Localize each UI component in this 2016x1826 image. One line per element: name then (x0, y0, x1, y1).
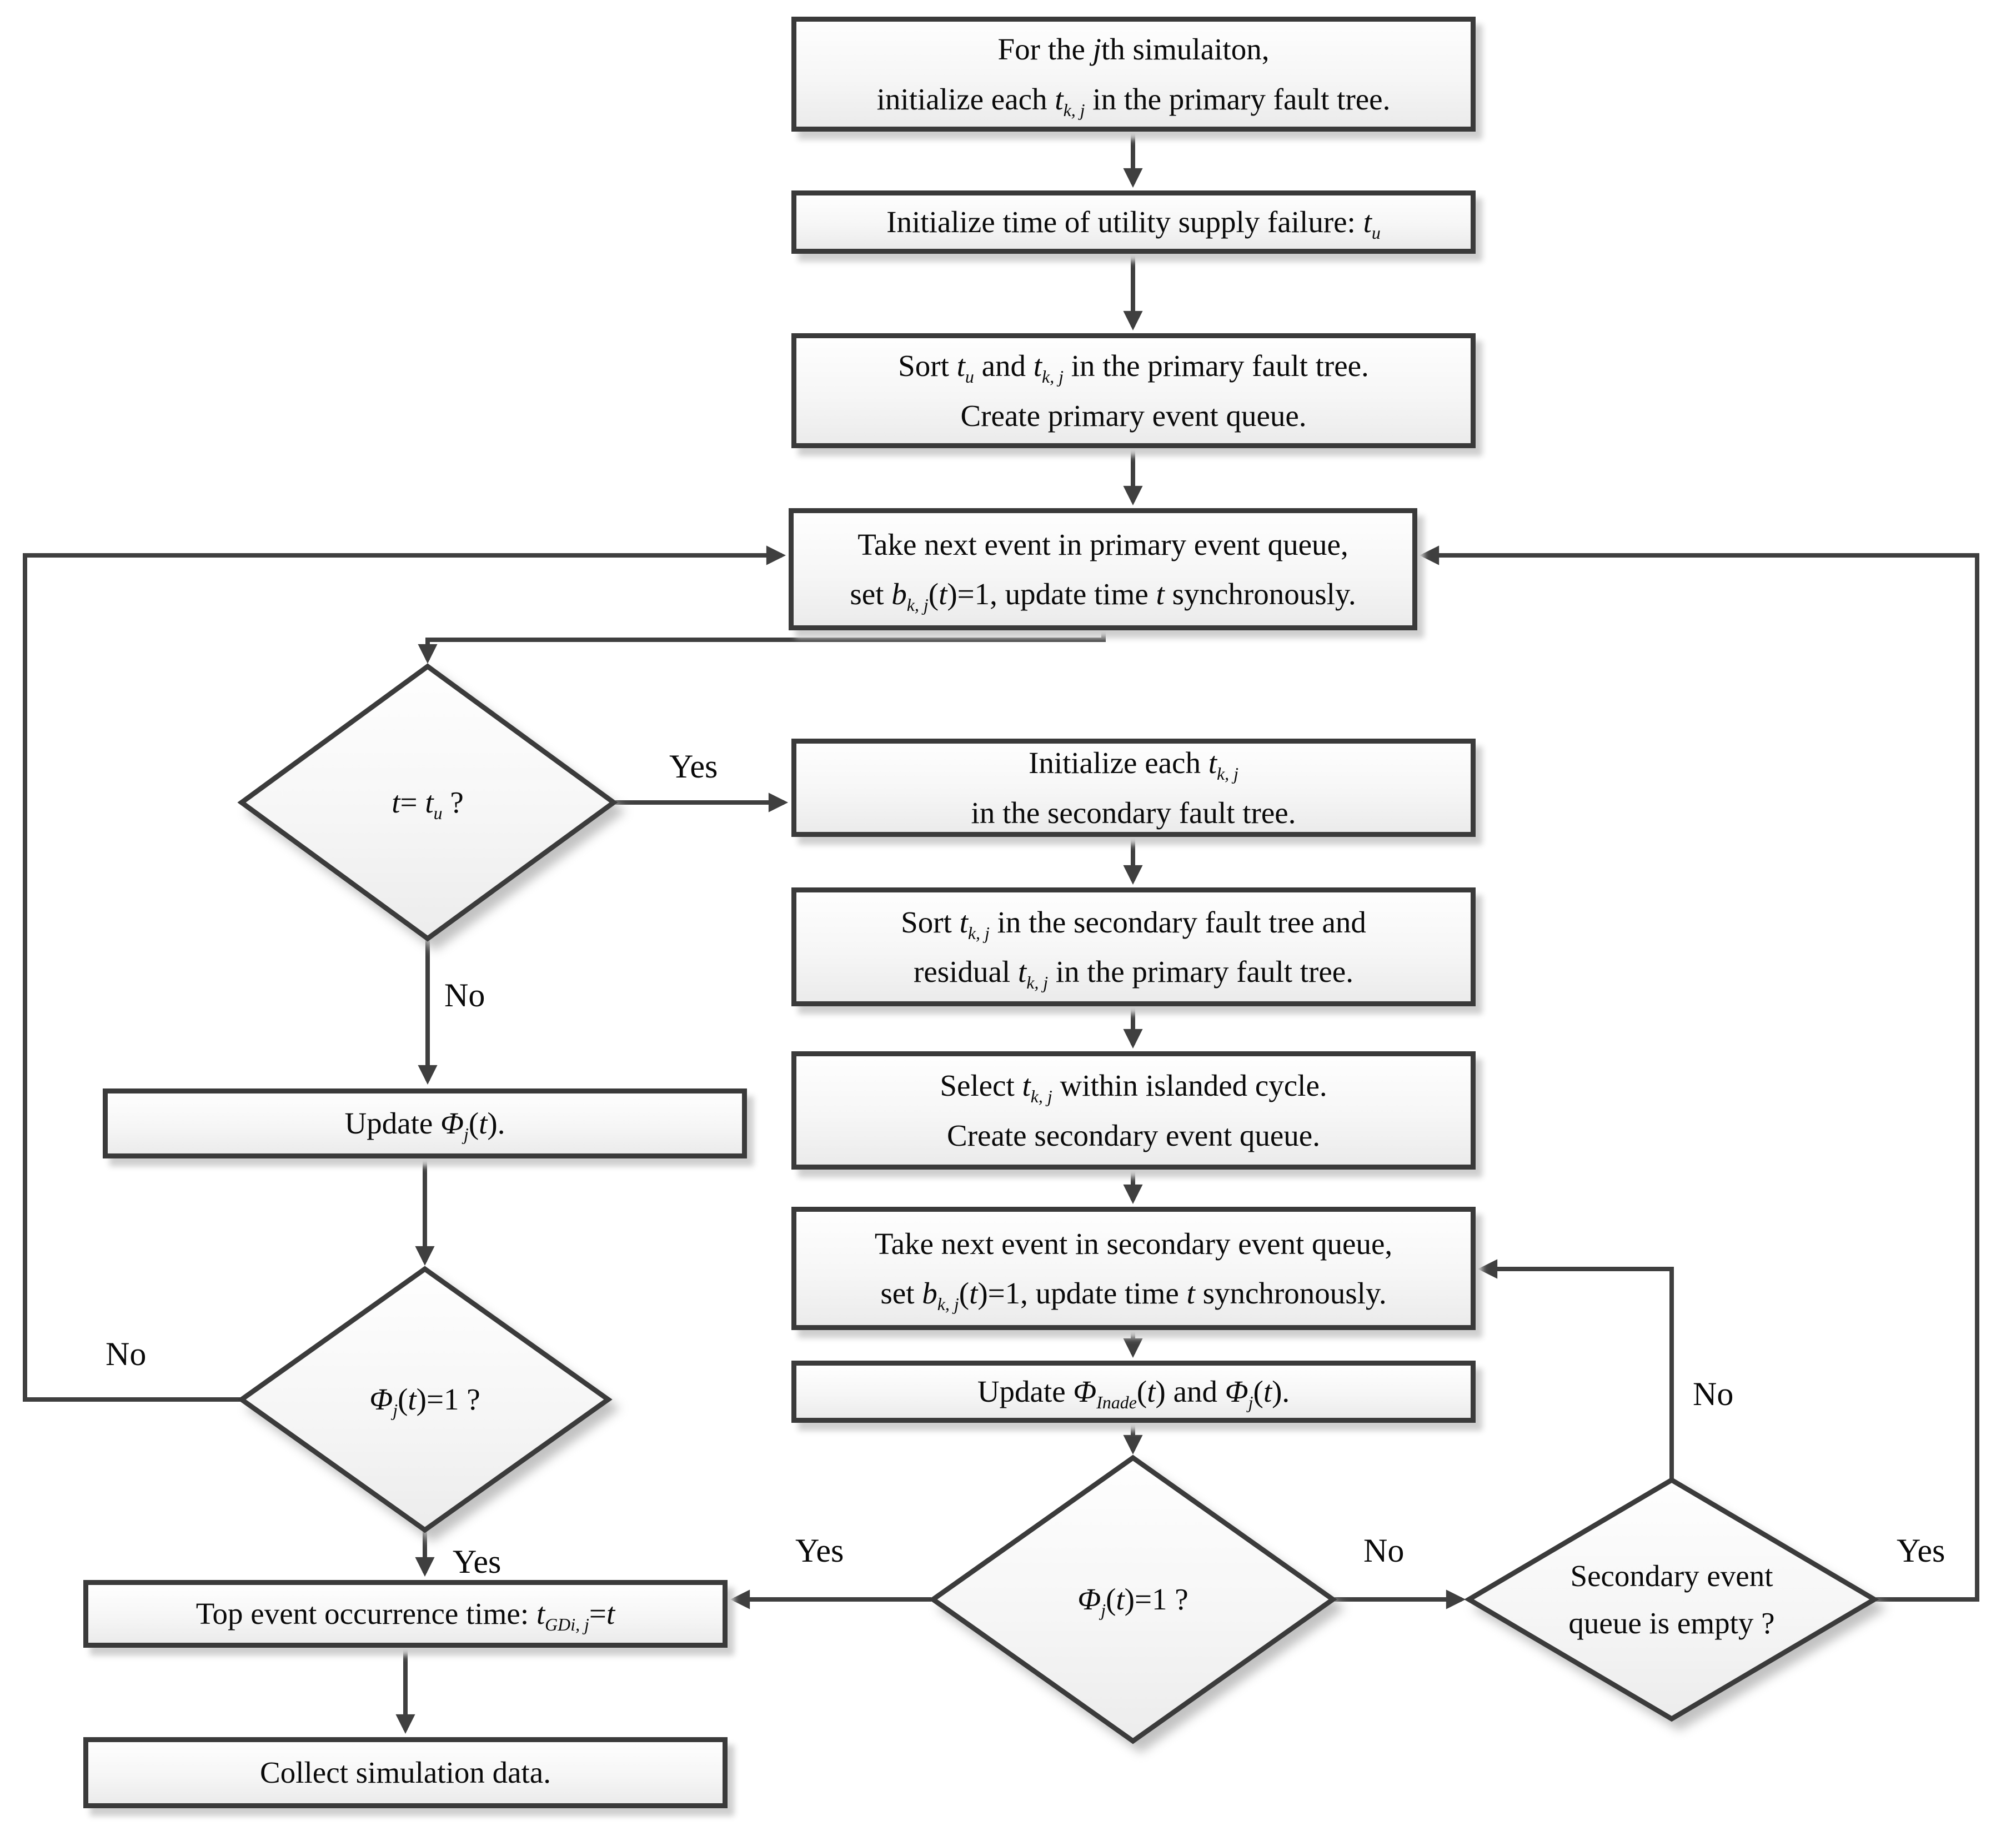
elbow-no-queue-empty-to-take-secondary (1477, 1259, 1674, 1478)
elbow-take-primary-to-decision-t-tu (418, 630, 1106, 664)
edge-label-yes-phi-left: Yes (453, 1543, 502, 1580)
step-update-inade-phi: Update ΦInade(t) and Φj(t). (791, 1361, 1476, 1423)
decision-queue-empty-shape (1464, 1477, 1879, 1722)
step-take-next-secondary-event: Take next event in secondary event queue… (791, 1207, 1476, 1330)
step-init-primary-fault-tree: For the jth simulaiton, initialize each … (791, 17, 1476, 132)
decision-phi-left-shape (237, 1266, 613, 1533)
edge-label-yes-queue-empty: Yes (1897, 1532, 1945, 1569)
decision-phi-right-shape (929, 1454, 1337, 1744)
edge-label-no-phi-left: No (106, 1336, 147, 1372)
edge-label-no-t-tu: No (444, 977, 485, 1014)
step-text-line: Update ΦInade(t) and Φj(t). (977, 1374, 1290, 1413)
step-sort-primary-create-queue: Sort tu and tk, j in the primary fault t… (791, 333, 1476, 448)
step-text-line: set bk, j(t)=1, update time t synchronou… (850, 577, 1356, 615)
step-text-line: Take next event in primary event queue, (857, 527, 1348, 561)
step-text-line: Initialize time of utility supply failur… (886, 205, 1381, 243)
step-text-line: initialize each tk, j in the primary fau… (876, 82, 1391, 120)
step-collect-simulation-data: Collect simulation data. (83, 1737, 728, 1808)
step-text-line: in the secondary fault tree. (971, 795, 1296, 830)
elbow-no-return-to-take-primary-left (23, 545, 786, 1402)
step-init-utility-failure-time: Initialize time of utility supply failur… (791, 190, 1476, 254)
step-text-line: residual tk, j in the primary fault tree… (914, 955, 1353, 992)
decision-t-tu-shape (237, 663, 618, 942)
step-init-secondary-fault-tree: Initialize each tk, j in the secondary f… (791, 739, 1476, 837)
elbow-yes-queue-empty-to-take-primary-right (1419, 545, 1979, 1602)
step-update-phi: Update Φj(t). (103, 1088, 747, 1158)
edge-label-no-phi-right: No (1363, 1532, 1405, 1569)
edge-label-yes-phi-right: Yes (795, 1532, 844, 1569)
step-text-line: Select tk, j within islanded cycle. (940, 1068, 1327, 1107)
step-select-islanded-create-queue: Select tk, j within islanded cycle. Crea… (791, 1051, 1476, 1170)
step-sort-secondary-residual: Sort tk, j in the secondary fault tree a… (791, 887, 1476, 1006)
edge-label-no-queue-empty: No (1693, 1376, 1734, 1412)
step-text-line: Sort tk, j in the secondary fault tree a… (901, 905, 1366, 943)
step-take-next-primary-event: Take next event in primary event queue, … (789, 508, 1417, 630)
step-top-event-occurrence-time: Top event occurrence time: tGDi, j=t (83, 1580, 728, 1648)
step-text-line: Take next event in secondary event queue… (874, 1226, 1393, 1261)
step-text-line: Collect simulation data. (260, 1755, 551, 1790)
step-text-line: Create secondary event queue. (947, 1118, 1320, 1152)
step-text-line: Initialize each tk, j (1029, 746, 1238, 784)
edge-label-yes-t-tu: Yes (669, 748, 718, 785)
step-text-line: set bk, j(t)=1, update time t synchronou… (880, 1276, 1387, 1314)
step-text-line: Create primary event queue. (960, 398, 1307, 433)
step-text-line: Top event occurrence time: tGDi, j=t (195, 1597, 615, 1635)
step-text-line: Update Φj(t). (344, 1106, 505, 1145)
step-text-line: Sort tu and tk, j in the primary fault t… (898, 349, 1369, 387)
step-text-line: For the jth simulaiton, (997, 32, 1270, 67)
